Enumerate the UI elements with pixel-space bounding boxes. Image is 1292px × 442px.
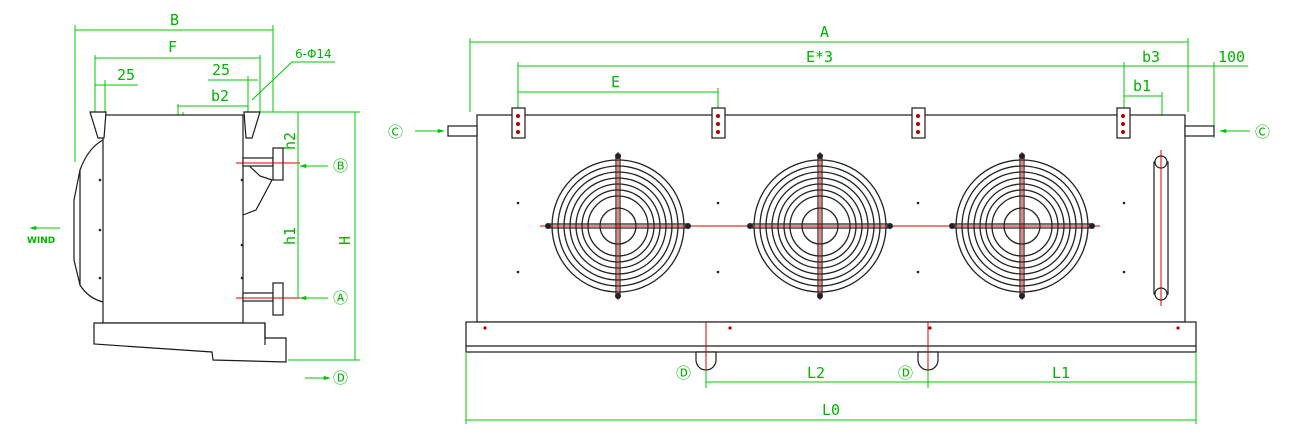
front-casing — [465, 114, 1197, 372]
wind-arrow: WIND — [27, 225, 60, 246]
dim-e-label: E — [611, 73, 620, 91]
dimension-25-right: 25 — [208, 61, 258, 112]
dim-h-label: H — [336, 236, 354, 245]
dim-h1-label: h1 — [281, 227, 299, 245]
dimension-l0: L0 — [465, 352, 1196, 424]
dimension-e: E — [518, 73, 719, 108]
dim-l0-label: L0 — [822, 401, 840, 419]
dim-b1-label: b1 — [1133, 77, 1151, 95]
dimension-h1: h1 — [281, 163, 299, 298]
hanger-1 — [511, 107, 526, 139]
pipe-b — [236, 147, 300, 181]
front-view: A E*3 E b3 100 b1 — [388, 23, 1270, 424]
side-body — [73, 111, 287, 363]
dim-b-label: B — [170, 11, 179, 29]
dimension-e3: E*3 — [517, 48, 1125, 108]
side-view: B F 25 25 b2 6-Φ14 — [27, 11, 360, 387]
dimension-f: F — [94, 38, 261, 112]
dim-h2-label: h2 — [281, 132, 299, 150]
marker-d-side: Ⓓ — [305, 369, 348, 387]
dimension-h2: h2 — [260, 111, 360, 163]
dimension-100: 100 — [1214, 48, 1248, 67]
dimension-a: A — [469, 23, 1189, 112]
dimension-l2: L2 — [705, 364, 929, 388]
dim-100-label: 100 — [1218, 48, 1245, 66]
marker-c-left-label: Ⓒ — [388, 123, 403, 141]
fan-group — [544, 152, 1096, 300]
marker-b-label: Ⓑ — [333, 157, 348, 175]
pipe-c-left: Ⓒ — [388, 123, 478, 141]
fan-1 — [544, 152, 692, 300]
marker-d-left-label: Ⓓ — [676, 364, 691, 382]
dim-a-label: A — [820, 23, 829, 41]
hole-note: 6-Φ14 — [251, 47, 335, 101]
dim-25-left-label: 25 — [117, 66, 135, 84]
dim-b2-label: b2 — [211, 87, 229, 105]
dim-l2-label: L2 — [807, 364, 825, 382]
marker-a-label: Ⓐ — [333, 289, 348, 307]
dimension-h: H — [288, 112, 360, 361]
dimension-b2: b2 — [177, 87, 248, 120]
marker-d-right-label: Ⓓ — [898, 364, 913, 382]
marker-a: Ⓐ — [299, 289, 348, 307]
pipe-c-right: Ⓒ — [1184, 123, 1270, 141]
hanger-4 — [1116, 107, 1131, 139]
pipe-a — [236, 282, 300, 316]
marker-d-side-label: Ⓓ — [333, 369, 348, 387]
dimension-l1: L1 — [928, 352, 1197, 424]
dim-25-right-label: 25 — [212, 61, 230, 79]
dimension-25-left: 25 — [95, 66, 138, 112]
marker-b: Ⓑ — [299, 157, 348, 175]
dimension-b: B — [74, 11, 274, 162]
dim-b3-label: b3 — [1142, 48, 1160, 66]
hanger-3 — [911, 107, 926, 139]
marker-c-right-label: Ⓒ — [1255, 123, 1270, 141]
fan-3 — [948, 152, 1096, 300]
wind-label: WIND — [27, 236, 55, 246]
hole-note-label: 6-Φ14 — [295, 47, 332, 61]
dimension-b3: b3 — [1124, 48, 1215, 138]
hanger-2 — [711, 107, 726, 139]
dim-l1-label: L1 — [1052, 364, 1070, 382]
fan-2 — [746, 152, 894, 300]
dim-f-label: F — [168, 38, 177, 56]
dim-e3-label: E*3 — [806, 48, 833, 66]
